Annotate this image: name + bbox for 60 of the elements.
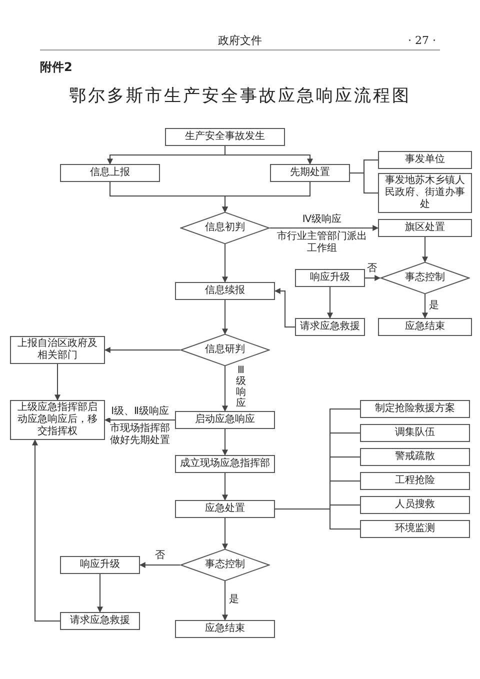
edge-label: 否	[154, 550, 166, 562]
arrow	[270, 225, 379, 231]
arrow	[274, 288, 296, 328]
arrow	[222, 580, 228, 621]
process-box: 信息续报	[175, 282, 275, 300]
process-box: 应急处置	[175, 500, 275, 518]
arrow	[139, 562, 180, 568]
edge-note: 市行业主管部门派出工作组	[277, 231, 367, 255]
arrow	[222, 428, 228, 456]
edge-note: 市现场指挥部做好先期处置	[107, 423, 173, 447]
arrow	[224, 146, 313, 165]
process-box: 响应升级	[60, 556, 140, 574]
process-box: 启动应急响应	[175, 411, 275, 429]
connector-line	[350, 172, 378, 194]
decision-diamond: 信息研判	[180, 334, 270, 366]
process-box: 制定抢险救援方案	[360, 400, 470, 418]
edge-label: 是	[228, 594, 240, 606]
process-box: 请求应急救援	[295, 318, 365, 336]
process-box: 生产安全事故发生	[165, 128, 285, 146]
process-box: 应急结束	[378, 318, 472, 336]
process-box: 先期处置	[270, 164, 350, 182]
process-box: 应急结束	[175, 620, 275, 638]
arrow	[422, 236, 428, 263]
process-box: 事发单位	[378, 151, 472, 169]
process-box: 警戒疏散	[360, 448, 470, 466]
arrow	[422, 294, 428, 319]
arrow	[32, 439, 60, 622]
process-box: 信息上报	[60, 164, 160, 182]
arrow	[222, 300, 228, 335]
decision-diamond: 信息初判	[180, 212, 270, 244]
decision-diamond: 事态控制	[380, 262, 470, 294]
edge-label: 是	[428, 300, 440, 312]
process-box: 响应升级	[295, 269, 365, 287]
process-box: 上级应急指挥部启动应急响应后，移交指挥权	[10, 400, 105, 440]
arrow	[222, 244, 228, 283]
arrow	[327, 286, 333, 319]
process-box: 环境监测	[360, 520, 470, 538]
arrow	[222, 518, 228, 550]
process-box: 旗区处置	[378, 219, 472, 237]
process-box: 人员搜救	[360, 496, 470, 514]
arrow	[97, 574, 103, 613]
arrow	[222, 182, 310, 213]
edge-label: 否	[366, 263, 378, 275]
edge-label: Ⅲ级响应	[236, 365, 246, 409]
process-box: 上报自治区政府及相关部门	[10, 336, 105, 364]
process-box: 事发地苏木乡镇人民政府、街道办事处	[378, 173, 472, 213]
process-box: 工程抢险	[360, 472, 470, 490]
arrow	[104, 417, 176, 423]
process-box: 调集队伍	[360, 424, 470, 442]
connector-line	[274, 508, 360, 530]
attachment-label: 附件2	[40, 60, 72, 74]
arrow	[222, 472, 228, 501]
arrow	[54, 364, 60, 401]
arrow	[364, 275, 381, 281]
diagram-title: 鄂尔多斯市生产安全事故应急响应流程图	[68, 85, 412, 107]
arrow	[222, 366, 228, 412]
process-box: 请求应急救援	[60, 612, 140, 630]
arrow	[104, 347, 180, 353]
process-box: 成立现场应急指挥部	[175, 455, 275, 473]
decision-diamond: 事态控制	[180, 549, 270, 581]
